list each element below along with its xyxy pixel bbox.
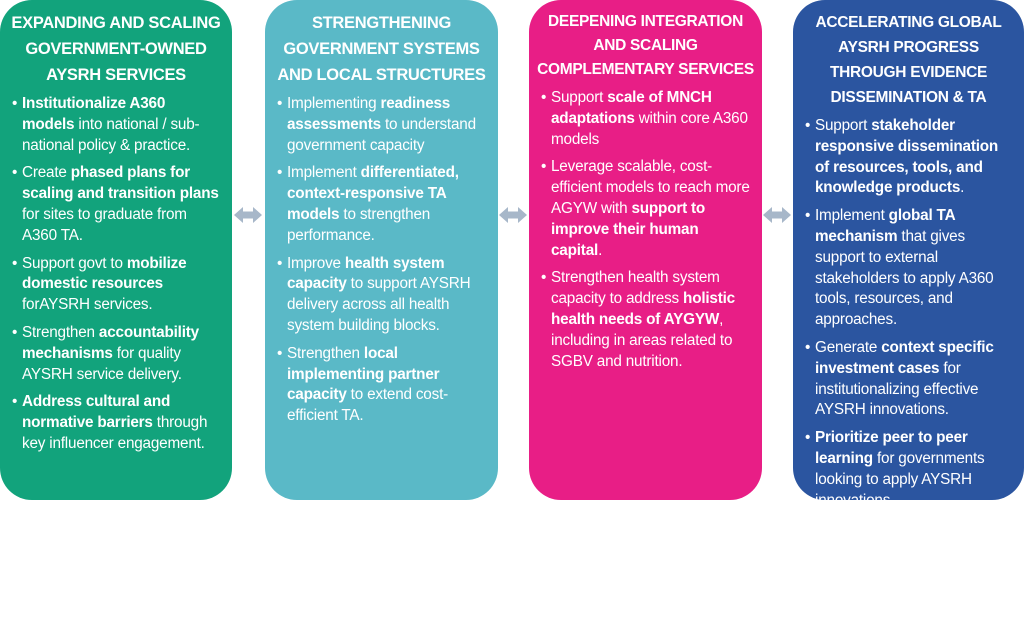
- bullet-emphasis: holistic health needs of AYGYW: [551, 290, 735, 328]
- bullet-emphasis: support to improve their human capital: [551, 199, 706, 259]
- column-title: ACCELERATING GLOBAL AYSRH PROGRESS THROU…: [815, 14, 1002, 106]
- bullet-emphasis: context specific investment cases: [815, 338, 994, 377]
- bullet-text: Support: [815, 117, 872, 134]
- column-title: DEEPENING INTEGRATION AND SCALING COMPLE…: [537, 13, 754, 78]
- bullet-item: Leverage scalable, cost-efficient models…: [541, 157, 750, 261]
- bullet-text: into national / sub-national policy & pr…: [22, 115, 200, 154]
- bullet-item: Strengthen accountability mechanisms for…: [12, 323, 220, 385]
- bullet-item: Support scale of MNCH adaptations within…: [541, 88, 750, 150]
- bullet-text: Leverage scalable, cost-efficient models…: [551, 158, 750, 217]
- bullet-item: Support stakeholder responsive dissemina…: [805, 116, 1012, 199]
- double-arrow-icon: [763, 207, 791, 223]
- bullet-list: Institutionalize A360 models into nation…: [12, 94, 220, 455]
- bullet-item: Address cultural and normative barriers …: [12, 392, 220, 454]
- bullet-item: Support govt to mobilize domestic resour…: [12, 254, 220, 316]
- bullet-list: Implementing readiness assessments to un…: [277, 94, 486, 427]
- bullet-text: for sites to graduate from A360 TA.: [22, 205, 187, 244]
- bullet-list: Support stakeholder responsive dissemina…: [805, 116, 1012, 511]
- bullet-text: to support AYSRH delivery across all hea…: [287, 275, 471, 334]
- bullet-emphasis: Institutionalize A360 models: [22, 95, 166, 133]
- bullet-text: to extend cost-efficient TA.: [287, 386, 449, 425]
- bullet-text: to understand government capacity: [287, 115, 476, 154]
- bullet-emphasis: Prioritize peer to peer learning: [815, 429, 968, 467]
- bullet-list: Support scale of MNCH adaptations within…: [541, 88, 750, 372]
- bullet-emphasis: scale of MNCH adaptations: [551, 89, 712, 127]
- bullet-text: for quality AYSRH service delivery.: [22, 344, 182, 383]
- bullet-text: Generate: [815, 338, 882, 356]
- bullet-text: Support govt to: [22, 254, 127, 272]
- bullet-item: Strengthen local implementing partner ca…: [277, 344, 486, 427]
- bullet-text: through key influencer engagement.: [22, 414, 208, 452]
- bullet-text: for governments looking to apply AYSRH i…: [815, 449, 985, 509]
- bullet-text: , including in areas related to SGBV and…: [551, 310, 733, 370]
- bullet-item: Implementing readiness assessments to un…: [277, 94, 486, 156]
- bullet-text: Implement: [287, 164, 361, 182]
- bullet-text: Create: [22, 164, 71, 182]
- bullet-text: to strengthen performance.: [287, 205, 431, 244]
- bullet-text: Strengthen: [22, 323, 99, 341]
- bullet-item: Institutionalize A360 models into nation…: [12, 94, 220, 156]
- bullet-emphasis: Address cultural and normative barriers: [22, 393, 171, 432]
- bullet-text: Strengthen health system capacity to add…: [551, 269, 720, 308]
- bullet-item: Implement global TA mechanism that gives…: [805, 206, 1012, 331]
- bullet-emphasis: stakeholder responsive dissemination of …: [815, 117, 999, 197]
- bullet-emphasis: accountability mechanisms: [22, 323, 199, 362]
- bullet-text: Strengthen: [287, 344, 364, 362]
- bullet-text: within core A360 models: [551, 109, 748, 148]
- bullet-item: Strengthen health system capacity to add…: [541, 268, 750, 372]
- bullet-text: Improve: [287, 254, 345, 272]
- bullet-item: Improve health system capacity to suppor…: [277, 254, 486, 337]
- bullet-text: .: [598, 241, 603, 259]
- bullet-emphasis: health system capacity: [287, 254, 445, 293]
- bullet-emphasis: differentiated, context-responsive TA mo…: [287, 164, 459, 223]
- bullet-text: forAYSRH services.: [22, 296, 153, 314]
- bullet-emphasis: local implementing partner capacity: [287, 344, 440, 404]
- column-title: EXPANDING AND SCALING GOVERNMENT-OWNED A…: [11, 14, 221, 84]
- bullet-text: that gives support to external stakehold…: [815, 227, 994, 329]
- bullet-text: for institutionalizing effective AYSRH i…: [815, 359, 979, 419]
- column-card-4: ACCELERATING GLOBAL AYSRH PROGRESS THROU…: [793, 0, 1024, 509]
- bullet-emphasis: readiness assessments: [287, 95, 451, 133]
- column-card-1: EXPANDING AND SCALING GOVERNMENT-OWNED A…: [0, 0, 232, 500]
- bullet-item: Create phased plans for scaling and tran…: [12, 163, 220, 246]
- bullet-item: Prioritize peer to peer learning for gov…: [805, 428, 1012, 511]
- bullet-item: Implement differentiated, context-respon…: [277, 163, 486, 246]
- column-card-2: STRENGTHENING GOVERNMENT SYSTEMS AND LOC…: [265, 0, 498, 500]
- bullet-text: Implementing: [287, 95, 381, 112]
- column-title: STRENGTHENING GOVERNMENT SYSTEMS AND LOC…: [277, 14, 486, 84]
- bullet-emphasis: mobilize domestic resources: [22, 254, 187, 293]
- bullet-text: Support: [551, 89, 608, 106]
- column-card-3: DEEPENING INTEGRATION AND SCALING COMPLE…: [529, 0, 762, 500]
- bullet-emphasis: global TA mechanism: [815, 207, 955, 245]
- bullet-item: Generate context specific investment cas…: [805, 338, 1012, 421]
- bullet-text: Implement: [815, 207, 889, 225]
- double-arrow-icon: [499, 207, 527, 223]
- bullet-emphasis: phased plans for scaling and transition …: [22, 164, 219, 203]
- bullet-text: .: [960, 179, 965, 197]
- double-arrow-icon: [234, 207, 262, 223]
